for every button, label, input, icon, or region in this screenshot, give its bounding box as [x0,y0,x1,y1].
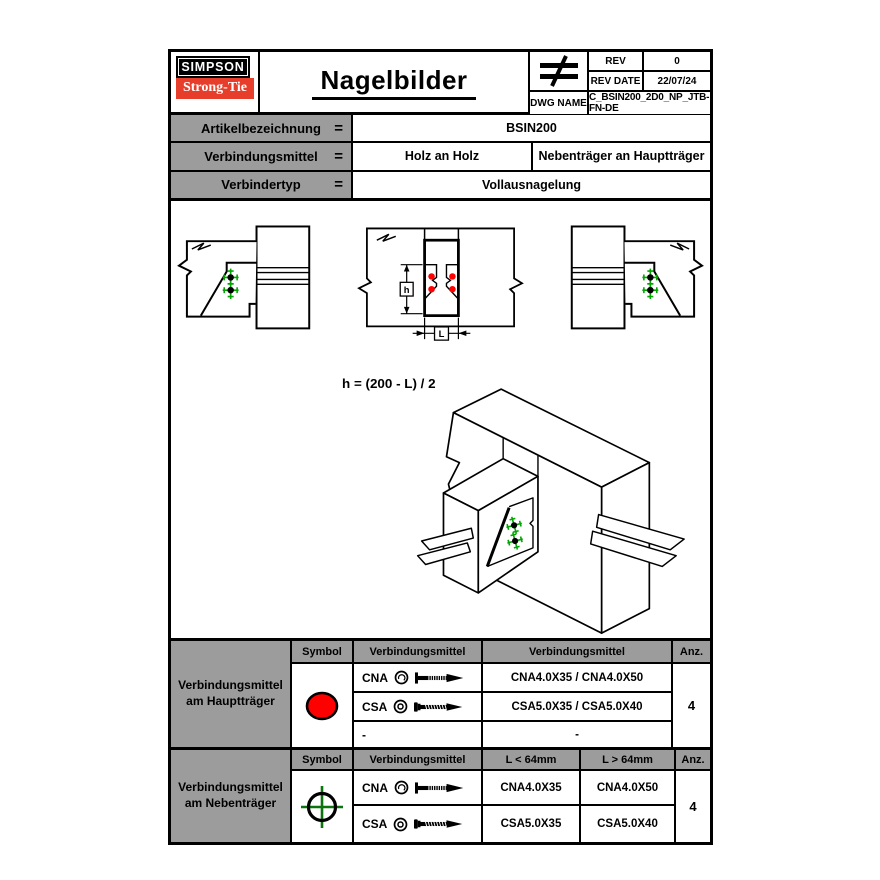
title-area: Nagelbilder [260,52,530,112]
not-equal-icon [539,55,578,87]
document-frame: SIMPSON Strong-Tie Nagelbilder REV 0 REV… [168,49,713,845]
hanger-edge [485,507,511,567]
csa-l-small-cell: CSA5.0X35 [483,806,579,842]
logo-strongtie-text: Strong-Tie [176,78,254,99]
col-header-verbindungsmittel2: Verbindungsmittel [483,641,671,662]
csa-row-cell: CSA [354,806,481,842]
haupttraeger-anz-value: 4 [673,664,710,747]
logo-simpson-text: SIMPSON [178,58,248,76]
slot-edges [502,438,539,477]
equals-sign: = [334,176,343,194]
dimension-h: h [399,264,423,315]
info-label-artikelbezeichnung: Artikelbezeichnung = [171,115,351,142]
dwg-name-label: DWG NAME [530,92,587,114]
col-header-symbol: Symbol [292,641,352,662]
equals-sign: = [334,119,343,137]
col-header-verbindungsmittel: Verbindungsmittel [354,641,481,662]
haupttraeger-symbol-cell [292,664,352,747]
formula-text: h = (200 - L) / 2 [342,376,436,391]
break-wedge [420,527,475,551]
technical-drawing: h L h = (200 - L) / 2 [171,201,710,638]
dwg-name-value: C_BSIN200_2D0_NP_JTB-FN-DE [589,92,710,114]
cna-nail-icon [415,781,464,794]
dash-row-cell: - [354,722,481,747]
col-header-l-small: L < 64mm [483,750,579,769]
info-value-nebentraeger-an-haupttraeger: Nebenträger an Hauptträger [533,143,710,170]
csa-l-large-cell: CSA5.0X40 [581,806,674,842]
equals-sign: = [334,147,343,165]
nebentraeger-row-label: Verbindungsmittel am Nebenträger [171,750,290,842]
cna-row-cell: CNA [354,771,481,804]
view-left-side [177,225,311,330]
dimension-l: L [412,317,471,341]
page-title: Nagelbilder [312,65,476,100]
info-value-holz-an-holz: Holz an Holz [353,143,531,170]
green-crosshair-icon [301,785,343,828]
rev-value: 0 [644,52,710,70]
col-header-verbindungsmittel: Verbindungsmittel [354,750,481,769]
haupttraeger-fastener-table: Verbindungsmittel am Hauptträger Symbol … [171,638,710,747]
drawing-canvas: h L h = (200 - L) / 2 [177,225,704,634]
col-header-anz: Anz. [673,641,710,662]
nebentraeger-fastener-table: Verbindungsmittel am Nebenträger Symbol … [171,747,710,842]
csa-head-icon [393,817,408,831]
break-wedge [589,530,677,568]
simpson-strongtie-logo: SIMPSON Strong-Tie [171,52,260,112]
logo-simpson-box: SIMPSON [176,56,250,78]
info-value-artikel: BSIN200 [353,115,710,142]
csa-screw-icon [414,701,463,712]
nebentraeger-symbol-cell [292,771,352,842]
dim-h-label: h [404,285,410,295]
csa-head-icon [393,699,408,714]
rev-date-label: REV DATE [589,72,642,90]
isometric-view [416,388,685,634]
revision-block: REV 0 REV DATE 22/07/24 DWG NAME C_BSIN2… [530,52,710,114]
title-block: SIMPSON Strong-Tie Nagelbilder REV 0 REV… [171,52,710,115]
csa-sizes-cell: CSA5.0X35 / CSA5.0X40 [483,693,671,720]
csa-screw-icon [414,819,463,829]
article-info-table: Artikelbezeichnung = BSIN200 Verbindungs… [171,115,710,201]
dim-l-label: L [439,329,445,339]
cna-head-icon [394,670,409,685]
cna-l-large-cell: CNA4.0X50 [581,771,674,804]
col-header-anz: Anz. [676,750,710,769]
info-value-vollausnagelung: Vollausnagelung [353,171,710,198]
cna-head-icon [394,780,409,795]
red-circle-icon [305,691,339,720]
break-wedge [595,513,685,551]
hanger-outline [486,497,534,568]
cna-sizes-cell: CNA4.0X35 / CNA4.0X50 [483,664,671,691]
col-header-l-large: L > 64mm [581,750,674,769]
rev-label: REV [589,52,642,70]
nebentraeger-anz-value: 4 [676,771,710,842]
haupttraeger-row-label: Verbindungsmittel am Hauptträger [171,641,290,747]
info-label-verbindungsmittel: Verbindungsmittel = [171,143,351,170]
col-header-symbol: Symbol [292,750,352,769]
projection-symbol-icon [530,52,587,90]
view-front: h L [357,227,524,341]
csa-row-cell: CSA [354,693,481,720]
info-label-verbindertyp: Verbindertyp = [171,171,351,198]
rev-date-value: 22/07/24 [644,72,710,90]
view-right-side [570,225,704,330]
dash-sizes-cell: - [483,722,671,747]
cna-nail-icon [415,671,464,684]
break-wedge [416,542,472,566]
haupttraeger-nail-dots [428,273,456,293]
cna-row-cell: CNA [354,664,481,691]
cna-l-small-cell: CNA4.0X35 [483,771,579,804]
